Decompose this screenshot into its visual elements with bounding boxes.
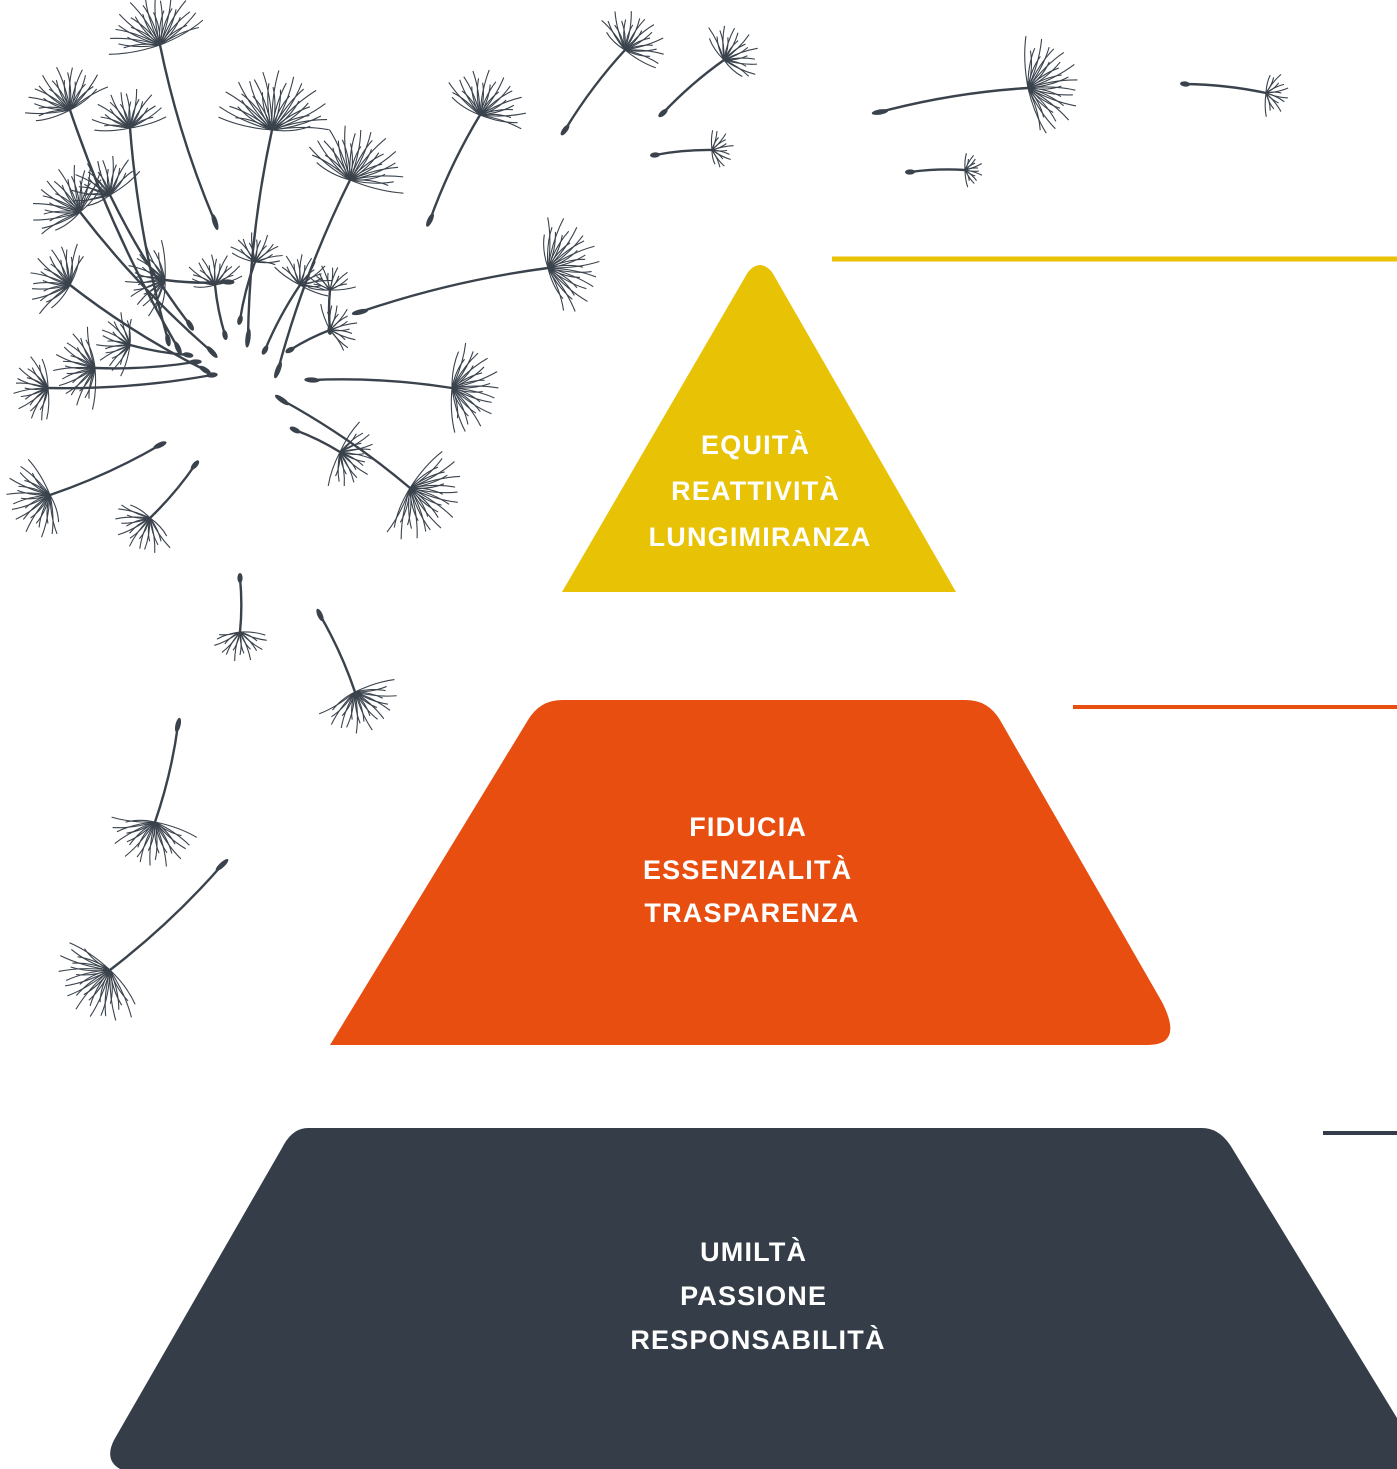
- pyramid-tier-bottom: UMILTÀ PASSIONE RESPONSABILITÀ: [110, 1128, 1397, 1469]
- pyramid-tier-middle: FIDUCIA ESSENZIALITÀ TRASPARENZA: [330, 700, 1171, 1045]
- tier-top-line-1: EQUITÀ: [701, 429, 810, 460]
- dandelion-seed-icon: [108, 0, 219, 230]
- dandelion-seed-icon: [274, 125, 404, 379]
- tier-middle-line-3: TRASPARENZA: [644, 898, 859, 928]
- dandelion-seed-icon: [30, 243, 211, 375]
- dandelion-seed-icon: [560, 11, 664, 136]
- dandelion-seed-icon: [218, 70, 329, 348]
- dandelion-seed-icon: [650, 130, 734, 168]
- tier-bottom-line-3: RESPONSABILITÀ: [630, 1324, 885, 1355]
- tier-top-text: EQUITÀ REATTIVITÀ LUNGIMIRANZA: [649, 429, 872, 552]
- tier-middle-line-1: FIDUCIA: [689, 812, 806, 842]
- dandelion-seed-icon: [289, 421, 376, 487]
- dandelion-seed-icon: [230, 232, 283, 325]
- dandelion-seed-icon: [96, 312, 194, 377]
- dandelion-seed-icon: [871, 36, 1078, 134]
- dandelion-seed-icon: [304, 342, 499, 433]
- dandelion-seed-icon: [52, 326, 202, 410]
- dandelion-seed-icon: [183, 254, 243, 341]
- dandelion-seed-icon: [33, 165, 218, 358]
- dandelion-seed-icon: [426, 69, 526, 227]
- dandelion-seed-icon: [274, 394, 461, 540]
- dandelion-seed-icon: [658, 25, 758, 118]
- tier-middle-text: FIDUCIA ESSENZIALITÀ TRASPARENZA: [643, 812, 861, 928]
- dandelion-seeds-illustration: [6, 0, 1289, 1021]
- dandelion-seed-icon: [307, 265, 356, 335]
- dandelion-seed-icon: [316, 608, 397, 734]
- tier-top-line-2: REATTIVITÀ: [671, 475, 840, 506]
- dandelion-seed-icon: [71, 155, 195, 331]
- tier-middle-line-2: ESSENZIALITÀ: [643, 854, 852, 885]
- dandelion-seed-icon: [91, 89, 171, 347]
- dandelion-seed-icon: [58, 859, 229, 1021]
- dandelion-seed-icon: [351, 217, 600, 316]
- tier-bottom-text: UMILTÀ PASSIONE RESPONSABILITÀ: [630, 1236, 885, 1355]
- tier-bottom-shape: [110, 1128, 1397, 1469]
- dandelion-seed-icon: [1180, 73, 1289, 117]
- pyramid-tier-top: EQUITÀ REATTIVITÀ LUNGIMIRANZA: [562, 265, 956, 592]
- dandelion-seed-icon: [261, 254, 332, 355]
- tier-bottom-line-2: PASSIONE: [680, 1281, 827, 1311]
- dandelion-seed-icon: [13, 356, 218, 421]
- dandelion-seed-icon: [115, 460, 200, 553]
- tier-middle-shape: [330, 700, 1171, 1045]
- dandelion-seed-icon: [905, 153, 983, 188]
- tier-top-shape: [562, 265, 956, 592]
- dandelion-seed-icon: [6, 441, 167, 538]
- dandelion-seed-icon: [214, 573, 267, 662]
- tier-bottom-line-1: UMILTÀ: [700, 1236, 807, 1267]
- tier-top-line-3: LUNGIMIRANZA: [649, 522, 872, 552]
- dandelion-seed-icon: [111, 717, 198, 867]
